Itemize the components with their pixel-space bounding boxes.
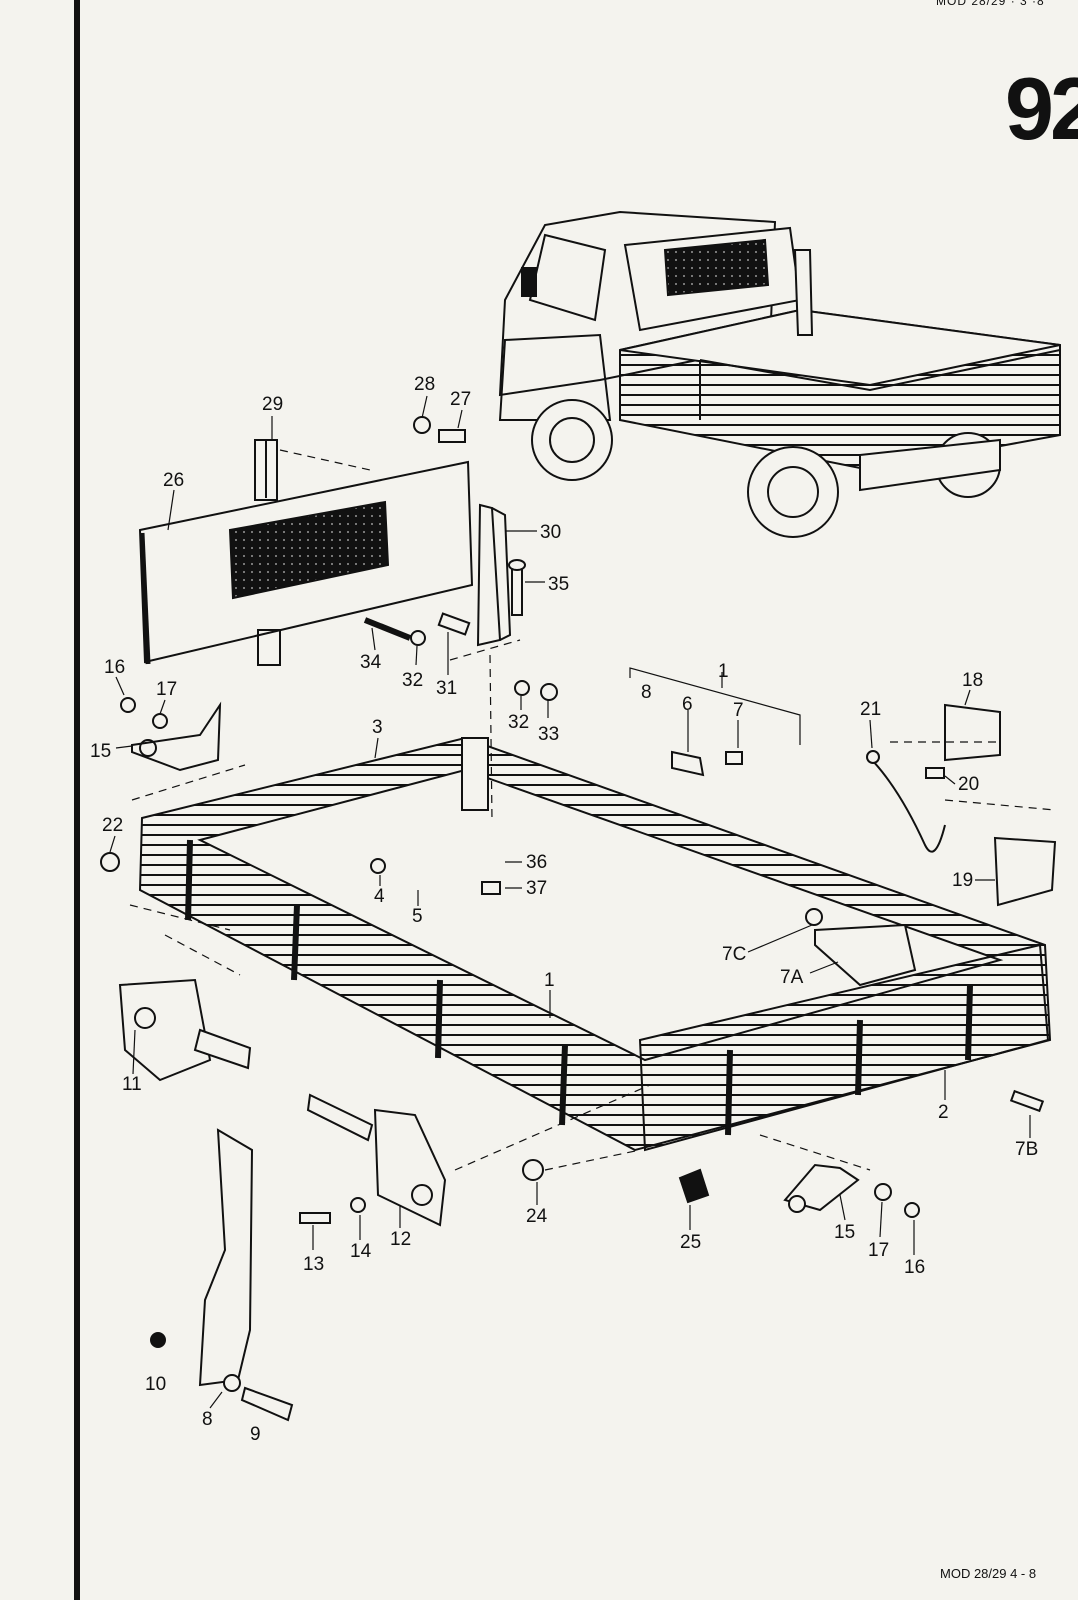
callout-17: 17 xyxy=(156,679,177,700)
platform-body xyxy=(138,736,1052,1152)
callout-labels: 29 28 27 26 30 35 34 32 31 32 33 16 17 1… xyxy=(90,374,1038,1445)
callout-21: 21 xyxy=(860,699,881,720)
callout-34: 34 xyxy=(360,652,382,673)
callout-1: 1 xyxy=(718,661,729,682)
callout-7b: 7B xyxy=(1015,1139,1038,1160)
callout-30: 30 xyxy=(540,522,561,543)
callout-1b: 1 xyxy=(544,970,555,991)
callout-29: 29 xyxy=(262,394,283,415)
callout-11: 11 xyxy=(122,1074,142,1095)
corner-stake xyxy=(363,416,558,701)
binding-edge xyxy=(74,0,80,1600)
callout-7a: 7A xyxy=(780,967,804,988)
callout-2: 2 xyxy=(938,1102,949,1123)
truck-illustration xyxy=(498,210,1061,538)
callout-32b: 32 xyxy=(508,712,529,733)
callout-28: 28 xyxy=(414,374,435,395)
callout-6: 6 xyxy=(682,694,693,715)
callout-15b: 15 xyxy=(834,1222,855,1243)
leader-lines xyxy=(109,395,1031,1409)
callout-8b: 8 xyxy=(202,1409,213,1430)
callout-7c: 7C xyxy=(722,944,746,965)
callout-33: 33 xyxy=(538,724,559,745)
callout-10: 10 xyxy=(145,1374,166,1395)
callout-24: 24 xyxy=(526,1206,548,1227)
footer-model-code: MOD 28/29 4 - 8 xyxy=(940,1566,1037,1581)
callout-14: 14 xyxy=(350,1241,372,1262)
callout-27: 27 xyxy=(450,389,471,410)
headboard-panel xyxy=(138,439,474,666)
callout-19: 19 xyxy=(952,870,973,891)
callout-31: 31 xyxy=(436,678,457,699)
callout-18: 18 xyxy=(962,670,983,691)
hinge-bracket-lower xyxy=(100,852,1045,1224)
callout-4: 4 xyxy=(374,886,385,907)
plate-and-bolt xyxy=(671,750,743,777)
callout-3: 3 xyxy=(372,717,383,738)
callout-37: 37 xyxy=(526,878,547,899)
callout-13: 13 xyxy=(303,1254,324,1275)
callout-25: 25 xyxy=(680,1232,701,1253)
latch-assembly-left xyxy=(118,978,252,1082)
callout-12: 12 xyxy=(390,1229,411,1250)
callout-26: 26 xyxy=(163,470,184,491)
locking-bar xyxy=(150,1128,294,1422)
header-model-code: MOD 28/29 · 3 ·8 xyxy=(936,0,1045,8)
callout-8: 8 xyxy=(641,682,652,703)
page-number: 92 xyxy=(1005,59,1078,158)
callout-35: 35 xyxy=(548,574,569,595)
callout-20: 20 xyxy=(958,774,979,795)
latch-assembly-center xyxy=(306,1093,447,1227)
assembly-lines xyxy=(129,449,1056,1171)
callout-36: 36 xyxy=(526,852,547,873)
callout-22: 22 xyxy=(102,815,123,836)
callout-5: 5 xyxy=(412,906,423,927)
callout-15: 15 xyxy=(90,741,111,762)
callout-9: 9 xyxy=(250,1424,261,1445)
hinge-bracket-upper xyxy=(120,697,222,772)
callout-16b: 16 xyxy=(904,1257,925,1278)
callout-7: 7 xyxy=(733,700,744,721)
rope-and-hook-brackets xyxy=(866,703,1057,907)
callout-32: 32 xyxy=(402,670,423,691)
callout-16: 16 xyxy=(104,657,125,678)
callout-17b: 17 xyxy=(868,1240,889,1261)
